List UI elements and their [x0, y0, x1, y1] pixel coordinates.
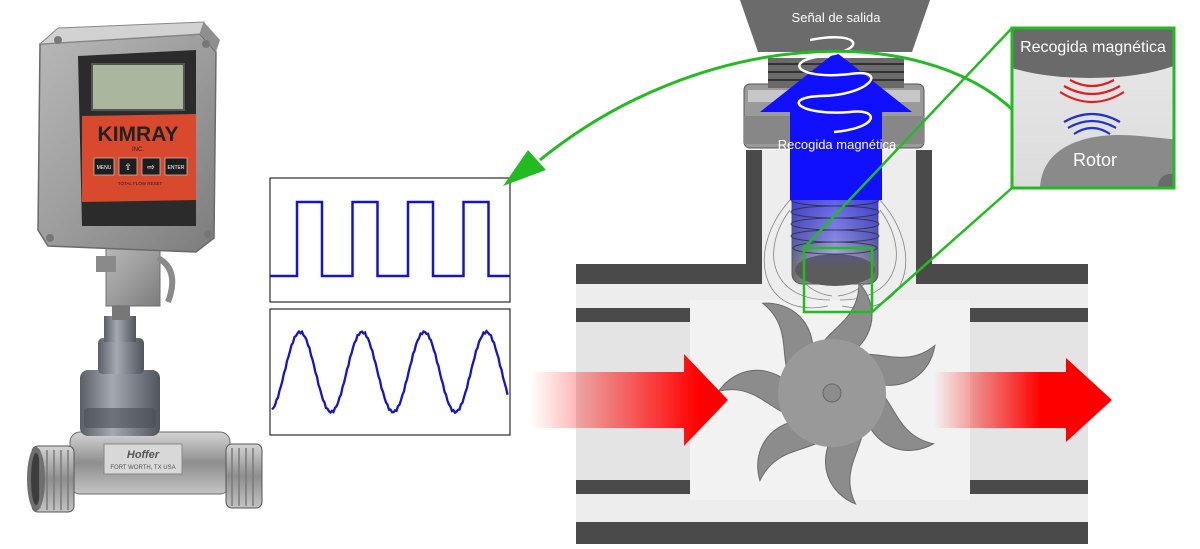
reset-caption: TOTAL FLOW RESET: [118, 181, 163, 186]
rotor: [717, 281, 936, 505]
up-key[interactable]: [118, 157, 138, 176]
right-key-icon: ⇨: [147, 162, 155, 172]
brand-panel: [82, 114, 196, 202]
menu-key-label: MENU: [97, 165, 112, 171]
sine-wave-graph: [269, 308, 511, 436]
signal-to-graph-arrow: [539, 49, 1017, 162]
inset-blue-waves: [1063, 112, 1121, 135]
mounting-bracket: [105, 245, 161, 307]
pipe-cross-section: Señal de salida Recogida magnética: [530, 0, 1112, 544]
brand-sub: INC.: [132, 147, 144, 153]
turbine-nameplate: [103, 443, 183, 475]
pickup-label: Recogida magnética: [778, 137, 897, 152]
output-signal-label: Señal de salida: [792, 10, 882, 25]
kimray-flow-meter: Hoffer FORT WORTH, TX USA KIMRAY INC. ME…: [27, 21, 263, 513]
brand-logo: KIMRAY: [98, 123, 179, 146]
up-key-icon: ⇧: [124, 162, 132, 172]
menu-key[interactable]: [93, 157, 115, 176]
zoom-source-box: [802, 246, 874, 314]
inset-pickup-tip: [1012, 28, 1174, 78]
inset-red-waves: [1059, 79, 1125, 103]
enter-key[interactable]: [164, 157, 188, 176]
outlet-flow-arrow: [934, 358, 1112, 442]
pickup-up-arrow: [760, 52, 912, 200]
square-wave-graph: [269, 177, 511, 303]
keypad: MENU ⇧ ⇨ ENTER: [93, 157, 188, 176]
signal-cable-housing: [740, 0, 930, 52]
lcd-screen: [91, 63, 185, 111]
inset-pickup-label: Recogida magnética: [1020, 39, 1166, 56]
turbine-brand: Hoffer: [127, 449, 160, 461]
pvc-nut: [98, 338, 144, 374]
inset-rotor-blade: [1040, 135, 1174, 188]
sine-wave-trace: [271, 329, 509, 415]
rotor-hub: [822, 383, 842, 403]
inset-rotor-label: Rotor: [1073, 150, 1117, 170]
magnetic-pickup-inset: Recogida magnética Rotor: [1010, 26, 1176, 190]
rotor-blade: [817, 281, 873, 357]
enter-key-label: ENTER: [168, 165, 185, 171]
turbine-city: FORT WORTH, TX USA: [110, 465, 175, 471]
inlet-flow-arrow: [530, 354, 728, 446]
square-wave-trace: [270, 200, 510, 278]
right-key[interactable]: [141, 157, 161, 176]
